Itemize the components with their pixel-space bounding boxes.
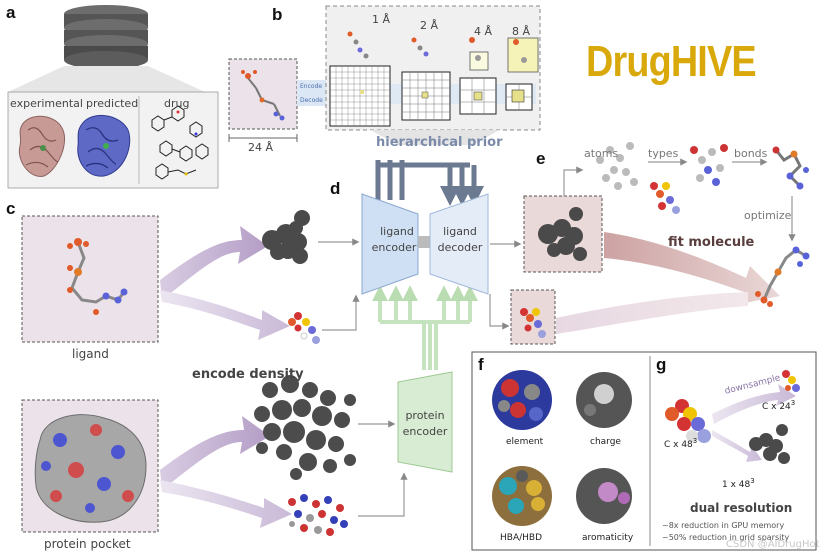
bonds-molecule bbox=[772, 146, 809, 190]
panel-label-e: e bbox=[536, 149, 546, 168]
label-element: element bbox=[506, 437, 544, 447]
types-molecule bbox=[690, 144, 728, 186]
label-dual-resolution: dual resolution bbox=[690, 501, 793, 515]
label-protein-encoder-1: protein bbox=[405, 409, 445, 422]
label-ligand-encoder-2: encoder bbox=[371, 241, 417, 254]
pocket-dense-arrow bbox=[160, 416, 270, 490]
density-to-encoder-arrows bbox=[318, 238, 408, 517]
label-types: types bbox=[648, 147, 679, 160]
atoms-colored-molecule bbox=[650, 182, 680, 214]
resolution-grid-2 bbox=[401, 71, 451, 121]
panel-label-d: d bbox=[330, 179, 341, 198]
panel-label-c: c bbox=[6, 199, 16, 218]
label-encode-density: encode density bbox=[192, 367, 304, 382]
dual-resolution-density-blob bbox=[749, 424, 790, 464]
hierarchical-prior-funnel bbox=[370, 130, 500, 145]
to-atoms-arrow bbox=[563, 166, 584, 196]
label-experimental: experimental bbox=[10, 97, 83, 110]
decoded-density-box bbox=[523, 195, 603, 273]
upsample-arrow bbox=[556, 292, 748, 334]
label-ligand-decoder-2: decoder bbox=[437, 241, 483, 254]
latent-connector bbox=[418, 236, 430, 248]
label-res-4: 4 Å bbox=[474, 25, 493, 38]
label-grid-sparsity: ~50% reduction in grid sparsity bbox=[662, 533, 790, 542]
dual-resolution-high-image bbox=[665, 399, 711, 443]
protein-encoder-block bbox=[397, 371, 453, 473]
label-predicted: predicted bbox=[86, 97, 139, 110]
label-c48: C x 483 bbox=[664, 437, 698, 450]
database-fan bbox=[8, 66, 205, 92]
experimental-structure-image bbox=[18, 115, 66, 177]
label-ligand: ligand bbox=[72, 347, 109, 361]
fit-molecule-arrow bbox=[604, 232, 780, 304]
decoded-density-blob bbox=[538, 207, 587, 261]
pocket-downsample-arrow bbox=[160, 480, 292, 528]
label-bonds: bonds bbox=[734, 147, 768, 160]
encode-decode-band bbox=[297, 80, 327, 106]
ligand-decoder-block bbox=[429, 193, 489, 295]
label-res-8: 8 Å bbox=[512, 25, 531, 38]
label-ligand-encoder-1: ligand bbox=[380, 225, 414, 238]
label-fit-molecule: fit molecule bbox=[668, 235, 755, 250]
ligand-molecule bbox=[67, 238, 128, 315]
label-protein-pocket: protein pocket bbox=[44, 537, 131, 551]
drug-molecules-image bbox=[151, 105, 209, 180]
protein-connector-arrows bbox=[372, 285, 478, 370]
dual-resolution-low-image bbox=[782, 370, 800, 392]
label-box-size: 24 Å bbox=[248, 141, 274, 154]
panel-label-g: g bbox=[656, 355, 667, 374]
decoded-low-res-density bbox=[520, 308, 546, 338]
protein-density-blob bbox=[254, 375, 356, 480]
label-res-2: 2 Å bbox=[420, 19, 439, 32]
panel-label-b: b bbox=[272, 5, 283, 24]
ligand-encoder-block bbox=[361, 193, 419, 295]
label-encode: Encode bbox=[300, 83, 323, 90]
ligand-downsample-arrow bbox=[160, 290, 290, 340]
dual-resolution-density-arrow bbox=[712, 430, 762, 462]
ligand-dense-arrow bbox=[160, 226, 268, 300]
charge-feature-image bbox=[576, 372, 632, 428]
hba-hbd-feature-image bbox=[492, 466, 552, 526]
decoder-low-res-arrow bbox=[489, 294, 510, 330]
predicted-structure-image bbox=[77, 115, 131, 177]
final-molecule bbox=[755, 246, 810, 307]
label-charge: charge bbox=[590, 437, 621, 447]
ligand-molecule-small bbox=[241, 70, 285, 121]
aromaticity-feature-image bbox=[576, 468, 632, 524]
label-protein-encoder-2: encoder bbox=[402, 425, 448, 438]
resolution-grid-8 bbox=[505, 37, 539, 111]
panel-label-a: a bbox=[6, 3, 16, 22]
label-res-1: 1 Å bbox=[372, 13, 391, 26]
resolution-grid-4 bbox=[459, 51, 497, 115]
dual-resolution-downsample-arrow bbox=[712, 384, 796, 424]
watermark: CSDN @AIDrugHot bbox=[726, 539, 820, 550]
label-c24: C x 243 bbox=[762, 399, 796, 412]
database-icon bbox=[64, 5, 148, 69]
ligand-box bbox=[21, 215, 159, 343]
label-gpu-memory: ~8x reduction in GPU memory bbox=[662, 521, 785, 530]
resolution-grid-1 bbox=[329, 65, 391, 127]
element-feature-image bbox=[492, 370, 552, 430]
brand-title: DrugHIVE bbox=[586, 37, 757, 86]
label-hierarchical-prior: hierarchical prior bbox=[376, 135, 503, 150]
label-aromaticity: aromaticity bbox=[582, 533, 634, 543]
ligand-grid-box bbox=[228, 58, 298, 130]
label-ligand-decoder-1: ligand bbox=[443, 225, 477, 238]
prior-connector-arrows bbox=[375, 160, 484, 206]
label-decode: Decode bbox=[300, 97, 323, 104]
label-drug: drug bbox=[164, 97, 190, 110]
label-hba-hbd: HBA/HBD bbox=[500, 533, 543, 543]
label-optimize: optimize bbox=[744, 209, 792, 222]
prior-molecules bbox=[347, 31, 527, 63]
label-1x48: 1 x 483 bbox=[722, 477, 755, 490]
ligand-downsampled-density bbox=[288, 312, 320, 344]
ligand-density-blob bbox=[262, 210, 310, 264]
protein-downsampled-density bbox=[288, 494, 348, 536]
protein-pocket-surface bbox=[34, 414, 147, 523]
atoms-molecule bbox=[596, 142, 638, 190]
panel-label-f: f bbox=[478, 355, 484, 374]
label-atoms: atoms bbox=[584, 147, 619, 160]
